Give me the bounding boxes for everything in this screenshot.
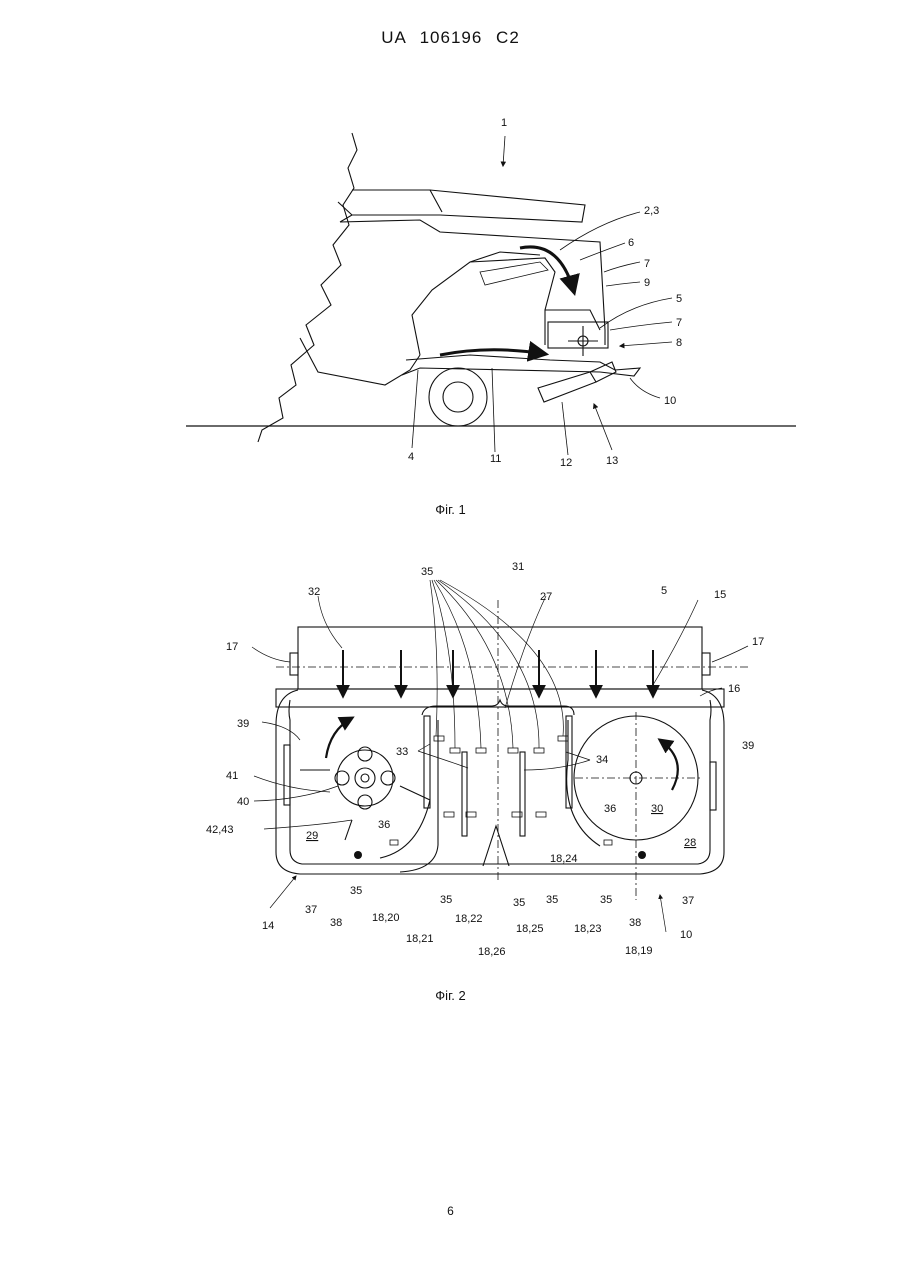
fig2-label-18-23: 18,23	[574, 923, 602, 935]
fig2-label-41: 41	[226, 770, 238, 782]
fig1-label-10: 10	[664, 395, 676, 407]
fig2-label-15: 15	[714, 589, 726, 601]
figure-2-caption: Фіг. 2	[0, 988, 901, 1003]
fig2-label-28: 28	[684, 837, 696, 849]
fig1-label-9: 9	[644, 277, 650, 289]
fig2-label-32: 32	[308, 586, 320, 598]
fig2-label-5: 5	[661, 585, 667, 597]
fig2-label-17-right: 17	[752, 636, 764, 648]
fig2-label-34: 34	[596, 754, 608, 766]
fig2-label-38-left: 38	[330, 917, 342, 929]
fig1-label-7a: 7	[644, 258, 650, 270]
fig2-label-18-24: 18,24	[550, 853, 578, 865]
fig2-label-30: 30	[651, 803, 663, 815]
fig2-label-18-25: 18,25	[516, 923, 544, 935]
fig2-label-37-left: 37	[305, 904, 317, 916]
fig2-label-31: 31	[512, 561, 524, 573]
fig2-label-39-left: 39	[237, 718, 249, 730]
fig2-label-36-left: 36	[378, 819, 390, 831]
fig2-label-10: 10	[680, 929, 692, 941]
figure-1-caption: Фіг. 1	[0, 502, 901, 517]
fig1-label-7b: 7	[676, 317, 682, 329]
fig2-label-16: 16	[728, 683, 740, 695]
fig2-label-42-43: 42,43	[206, 824, 234, 836]
fig1-label-2-3: 2,3	[644, 205, 659, 217]
fig2-label-14: 14	[262, 920, 274, 932]
fig2-label-35-a: 35	[350, 885, 362, 897]
fig2-label-36-right: 36	[604, 803, 616, 815]
fig2-label-18-22: 18,22	[455, 913, 483, 925]
fig2-label-35-d: 35	[546, 894, 558, 906]
fig1-label-8: 8	[676, 337, 682, 349]
fig2-label-18-20: 18,20	[372, 912, 400, 924]
fig2-label-35-b: 35	[440, 894, 452, 906]
fig2-label-39-right: 39	[742, 740, 754, 752]
fig1-label-6: 6	[628, 237, 634, 249]
fig2-label-35-top: 35	[421, 566, 433, 578]
fig2-label-18-26: 18,26	[478, 946, 506, 958]
fig2-label-17-left: 17	[226, 641, 238, 653]
fig2-label-35-e: 35	[600, 894, 612, 906]
fig1-label-4: 4	[408, 451, 414, 463]
fig1-label-11: 11	[490, 453, 501, 465]
fig2-label-33: 33	[396, 746, 408, 758]
fig1-label-5: 5	[676, 293, 682, 305]
fig2-label-38-right: 38	[629, 917, 641, 929]
fig2-label-27: 27	[540, 591, 552, 603]
fig2-label-18-19: 18,19	[625, 945, 653, 957]
page-number: 6	[0, 1204, 901, 1218]
fig1-label-12: 12	[560, 457, 572, 469]
fig2-label-29: 29	[306, 830, 318, 842]
fig1-label-13: 13	[606, 455, 618, 467]
fig2-label-35-c: 35	[513, 897, 525, 909]
fig2-label-18-21: 18,21	[406, 933, 434, 945]
figure-2-drawing: 35 31 27 32 5 15 17 17 16 39 39 33 34 41…	[0, 550, 901, 970]
fig2-label-40: 40	[237, 796, 249, 808]
figure-1-drawing: 1 2,3 6 7 9 5 7 8 10 4 11 12 13	[0, 0, 901, 480]
fig2-label-37-right: 37	[682, 895, 694, 907]
fig1-label-1: 1	[501, 117, 507, 129]
